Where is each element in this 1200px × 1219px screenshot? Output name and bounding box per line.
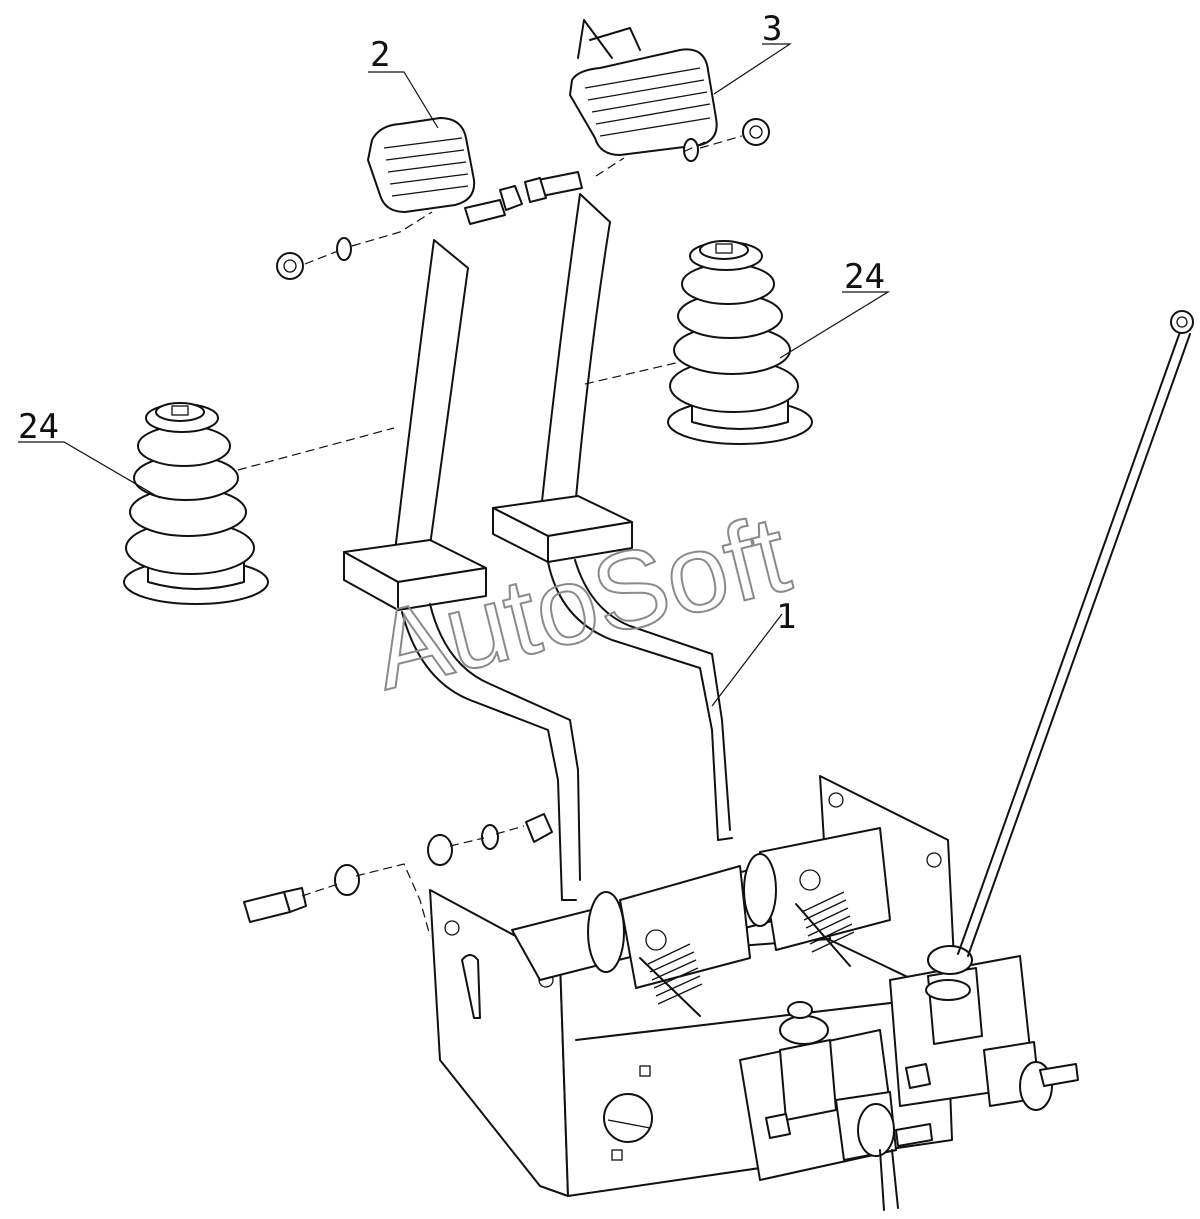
assembly-line-boot-left <box>237 427 395 471</box>
callout-part-24-left: 24 <box>18 407 59 447</box>
pad-fasteners <box>276 118 770 280</box>
callout-part-3: 3 <box>762 9 782 49</box>
pedal-shaft <box>511 827 891 989</box>
pedal-pad-2 <box>367 117 476 213</box>
master-cylinder-left <box>739 1001 933 1211</box>
callout-part-2: 2 <box>370 35 390 75</box>
leader-part-3 <box>713 43 793 95</box>
assembly-line-boot-right <box>584 361 681 385</box>
bracket-fasteners <box>243 813 553 1019</box>
push-rod <box>957 310 1194 957</box>
leader-part-2 <box>368 71 439 129</box>
pedal-bracket-1 <box>401 559 733 901</box>
leader-part-24-right <box>779 291 891 359</box>
callout-part-24-right: 24 <box>844 257 885 297</box>
assembly-line-pad2 <box>304 211 433 265</box>
return-spring-left <box>639 929 703 1017</box>
return-spring-right <box>795 869 855 967</box>
pedal-arm-right <box>492 193 633 563</box>
master-cylinder-right <box>889 945 1079 1111</box>
leader-part-24-left <box>18 441 161 499</box>
callout-part-1: 1 <box>776 597 796 637</box>
assembly-line-bracket <box>301 825 525 937</box>
assembly-line-pad3 <box>595 135 743 177</box>
leader-part-1 <box>711 613 783 707</box>
dust-boot-24-left <box>123 402 269 605</box>
dust-boot-24-right <box>667 240 813 445</box>
pedal-pad-3 <box>569 19 718 156</box>
pedal-arm-left <box>343 239 487 611</box>
